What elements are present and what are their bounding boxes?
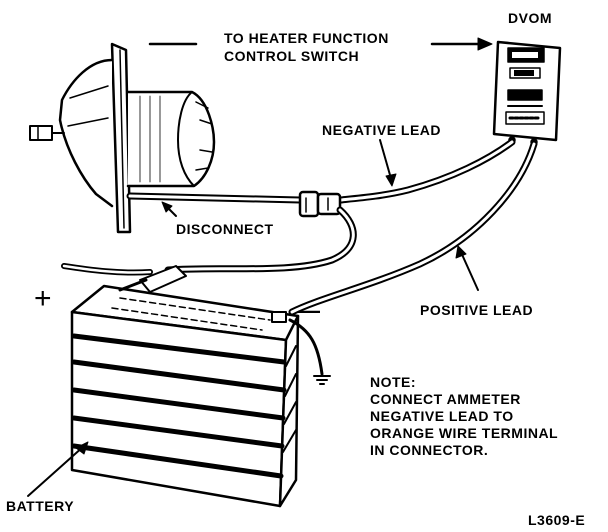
dvom-meter (492, 40, 562, 146)
motor-wire (126, 192, 304, 217)
negative-lead-wire (336, 138, 516, 204)
minus-sign: — (298, 298, 321, 323)
heater-switch-label-line2: CONTROL SWITCH (224, 48, 360, 64)
blower-motor (29, 42, 216, 234)
figure-id: L3609-E (528, 512, 586, 528)
battery-feed-wire (61, 206, 357, 276)
battery-label: BATTERY (6, 498, 75, 514)
note-line: NEGATIVE LEAD TO (370, 408, 514, 424)
heater-switch-label-line1: TO HEATER FUNCTION (224, 30, 389, 46)
positive-lead-wire (288, 140, 538, 316)
note-line: IN CONNECTOR. (370, 442, 489, 458)
wire-connector (298, 190, 342, 218)
note-line: CONNECT AMMETER (370, 391, 521, 407)
note-title: NOTE: (370, 374, 417, 390)
battery (27, 265, 331, 508)
dvom-label: DVOM (508, 10, 552, 26)
plus-sign: + (34, 282, 53, 315)
negative-lead-label: NEGATIVE LEAD (322, 122, 442, 138)
note-block: NOTE: CONNECT AMMETER NEGATIVE LEAD TO O… (370, 374, 558, 459)
positive-lead-label: POSITIVE LEAD (420, 302, 534, 318)
note-line: ORANGE WIRE TERMINAL (370, 425, 559, 441)
heater-switch-arrow (148, 37, 493, 51)
disconnect-label: DISCONNECT (176, 221, 274, 237)
